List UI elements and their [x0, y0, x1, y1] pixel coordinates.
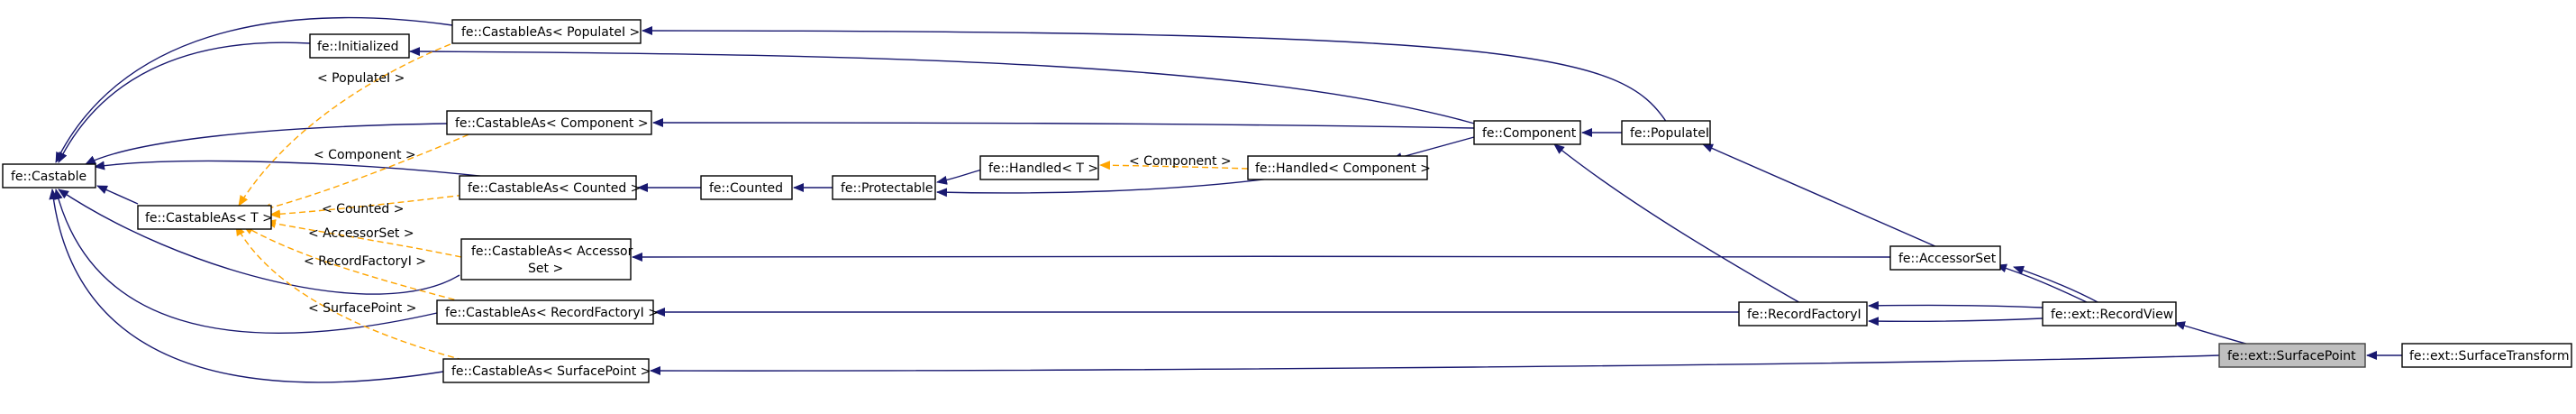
edge-recordview-to-recordfactoryi-2: [1868, 317, 2044, 327]
edge-label-recordfactoryi: < RecordFactoryI >: [304, 254, 426, 269]
node-accessorset-label: fe::AccessorSet: [1898, 252, 1997, 266]
edge-accessorset-to-castableas-accessorset: [632, 252, 1891, 262]
node-castableas-accessorset-label-2: Set >: [528, 262, 563, 276]
edge-castableas-surfacepoint-to-castable: [49, 189, 444, 383]
edge-surfacepoint-to-recordview: [2174, 321, 2253, 346]
tmpl-edge-surfacepoint: [235, 225, 474, 363]
nodes: fe::Castable fe::Initialized fe::Castabl…: [2, 19, 2572, 383]
tmpl-edge-component: [260, 130, 478, 213]
edge-recordfactoryi-to-component: [1553, 143, 1803, 305]
node-castableas-counted[interactable]: fe::CastableAs< Counted >: [459, 175, 641, 200]
node-castableas-t[interactable]: fe::CastableAs< T >: [137, 205, 273, 230]
node-castable[interactable]: fe::Castable: [2, 163, 96, 189]
node-initialized[interactable]: fe::Initialized: [309, 33, 410, 59]
tmpl-edge-counted: [269, 193, 474, 219]
edge-castableas-component-to-castable: [85, 123, 448, 165]
node-castableas-surfacepoint-label: fe::CastableAs< SurfacePoint >: [451, 364, 651, 379]
edge-recordview-to-accessorset-2: [2013, 265, 2100, 304]
tmpl-edge-recordfactoryi: [242, 225, 465, 303]
node-component-label: fe::Component: [1482, 126, 1577, 141]
node-castableas-populatei[interactable]: fe::CastableAs< PopulateI >: [451, 19, 642, 44]
edge-label-surfacepoint: < SurfacePoint >: [308, 301, 416, 316]
tmpl-edge-handled-component: [1099, 161, 1249, 170]
edge-castableas-recordfactoryi-to-castable: [53, 189, 438, 334]
edge-label-accessorset: < AccessorSet >: [308, 226, 414, 241]
node-castableas-recordfactoryi[interactable]: fe::CastableAs< RecordFactoryI >: [436, 299, 659, 325]
node-counted-label: fe::Counted: [709, 181, 783, 196]
node-handled-component[interactable]: fe::Handled< Component >: [1247, 155, 1431, 180]
edge-handled-t-to-protectable: [936, 169, 983, 185]
node-castable-label: fe::Castable: [11, 170, 86, 184]
edge-recordview-to-recordfactoryi-1: [1868, 300, 2044, 310]
edge-component-to-initialized: [409, 47, 1479, 125]
edge-accessorset-to-populatei: [1702, 143, 1938, 248]
node-populatei-label: fe::PopulateI: [1630, 126, 1709, 141]
node-handled-t[interactable]: fe::Handled< T >: [979, 155, 1099, 180]
edge-recordview-to-accessorset-1: [1996, 263, 2089, 304]
node-castableas-recordfactoryi-label: fe::CastableAs< RecordFactoryI >: [445, 306, 659, 320]
node-handled-component-label: fe::Handled< Component >: [1255, 161, 1431, 176]
node-castableas-component-label: fe::CastableAs< Component >: [455, 116, 649, 131]
node-castableas-surfacepoint[interactable]: fe::CastableAs< SurfacePoint >: [442, 358, 651, 383]
template-edges: [235, 40, 1249, 363]
node-recordfactoryi[interactable]: fe::RecordFactoryI: [1738, 301, 1868, 327]
edge-component-to-castableas-component: [652, 118, 1475, 129]
node-recordview[interactable]: fe::ext::RecordView: [2042, 301, 2177, 327]
node-surfacetransform[interactable]: fe::ext::SurfaceTransform: [2401, 343, 2572, 368]
edge-castableas-counted-to-castable: [94, 160, 496, 179]
node-castableas-populatei-label: fe::CastableAs< PopulateI >: [461, 25, 640, 40]
edge-handled-component-to-protectable: [936, 178, 1271, 198]
node-castableas-counted-label: fe::CastableAs< Counted >: [468, 181, 641, 196]
edge-populatei-to-castableas-populatei: [642, 26, 1668, 124]
edge-initialized-to-castable: [58, 41, 311, 163]
node-handled-t-label: fe::Handled< T >: [988, 161, 1098, 176]
node-castableas-t-label: fe::CastableAs< T >: [145, 211, 273, 225]
edge-surfacepoint-to-castableas-surfacepoint: [650, 354, 2220, 376]
node-surfacetransform-label: fe::ext::SurfaceTransform: [2409, 349, 2570, 363]
node-component[interactable]: fe::Component: [1473, 120, 1581, 145]
edge-label-component: < Component >: [314, 148, 416, 162]
tmpl-edge-accessorset: [265, 219, 462, 258]
edge-labels: < PopulateI > < Component > < Counted > …: [304, 71, 1232, 316]
node-counted[interactable]: fe::Counted: [700, 175, 793, 200]
node-castableas-accessorset-label-1: fe::CastableAs< Accessor: [471, 244, 633, 259]
node-castableas-accessorset[interactable]: fe::CastableAs< Accessor Set >: [460, 238, 633, 281]
edge-castableas-t-to-castable: [96, 185, 139, 205]
edge-castableas-populatei-to-castable: [55, 16, 453, 163]
node-protectable[interactable]: fe::Protectable: [832, 175, 936, 200]
node-castableas-component[interactable]: fe::CastableAs< Component >: [446, 110, 652, 135]
node-surfacepoint-label: fe::ext::SurfacePoint: [2227, 349, 2356, 363]
node-accessorset[interactable]: fe::AccessorSet: [1889, 245, 2001, 271]
node-recordview-label: fe::ext::RecordView: [2051, 308, 2173, 322]
node-recordfactoryi-label: fe::RecordFactoryI: [1747, 308, 1861, 322]
edge-label-handled-component: < Component >: [1129, 154, 1232, 169]
edge-label-populatei: < PopulateI >: [317, 71, 405, 86]
node-initialized-label: fe::Initialized: [317, 40, 398, 54]
node-populatei[interactable]: fe::PopulateI: [1621, 120, 1711, 145]
edge-label-counted: < Counted >: [322, 202, 404, 216]
node-protectable-label: fe::Protectable: [841, 181, 933, 196]
node-surfacepoint[interactable]: fe::ext::SurfacePoint: [2218, 343, 2366, 368]
tmpl-edge-populatei: [238, 40, 460, 207]
